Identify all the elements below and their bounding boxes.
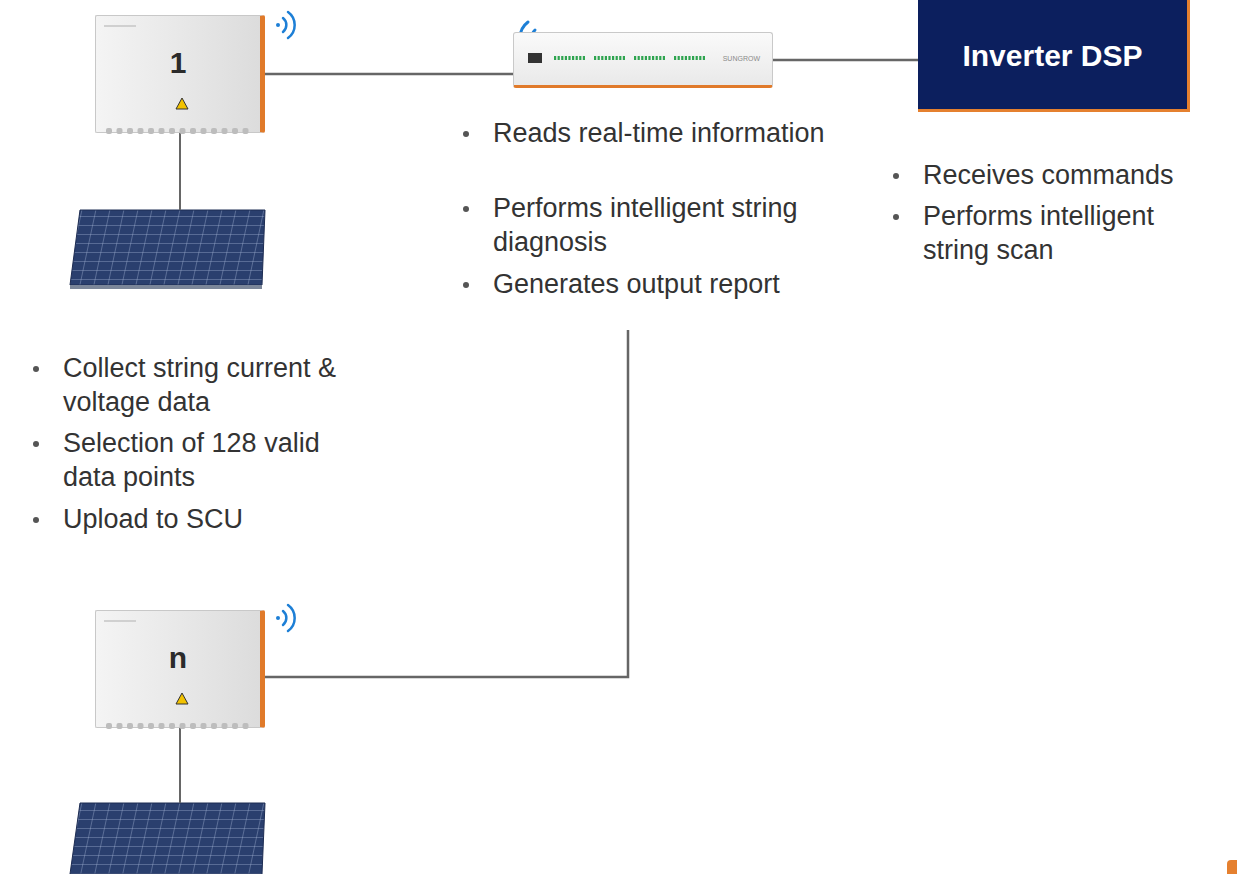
bullet-text: Upload to SCU (63, 502, 375, 536)
scu-device: SUNGROW (513, 32, 773, 88)
combiner-box: n (95, 610, 265, 728)
connector (265, 74, 513, 75)
connector (773, 60, 918, 61)
bullet-text: Performs intelligent string diagnosis (493, 191, 838, 259)
corner-mark (1227, 860, 1237, 874)
solar-panel (70, 210, 265, 289)
inverter-dsp-box: Inverter DSP (918, 0, 1190, 112)
bullet-text: Performs intelligent string scan (923, 199, 1223, 267)
bullet-text: Receives commands (923, 158, 1223, 192)
bullet-text: Collect string current & voltage data (63, 351, 375, 419)
box-number: 1 (96, 46, 260, 80)
bullet-text: Reads real-time information (493, 116, 838, 150)
brand-label: SUNGROW (723, 55, 760, 62)
cable (179, 133, 181, 210)
box-number: n (96, 641, 260, 675)
wifi-icon (276, 605, 295, 631)
combiner-box: 1 (95, 15, 265, 133)
bullet-text: Selection of 128 valid data points (63, 426, 375, 494)
solar-panel (70, 803, 265, 874)
bullet-text: Generates output report (493, 267, 838, 301)
box-title: Inverter DSP (962, 39, 1142, 73)
cable (179, 728, 181, 803)
wifi-icon (276, 12, 295, 38)
